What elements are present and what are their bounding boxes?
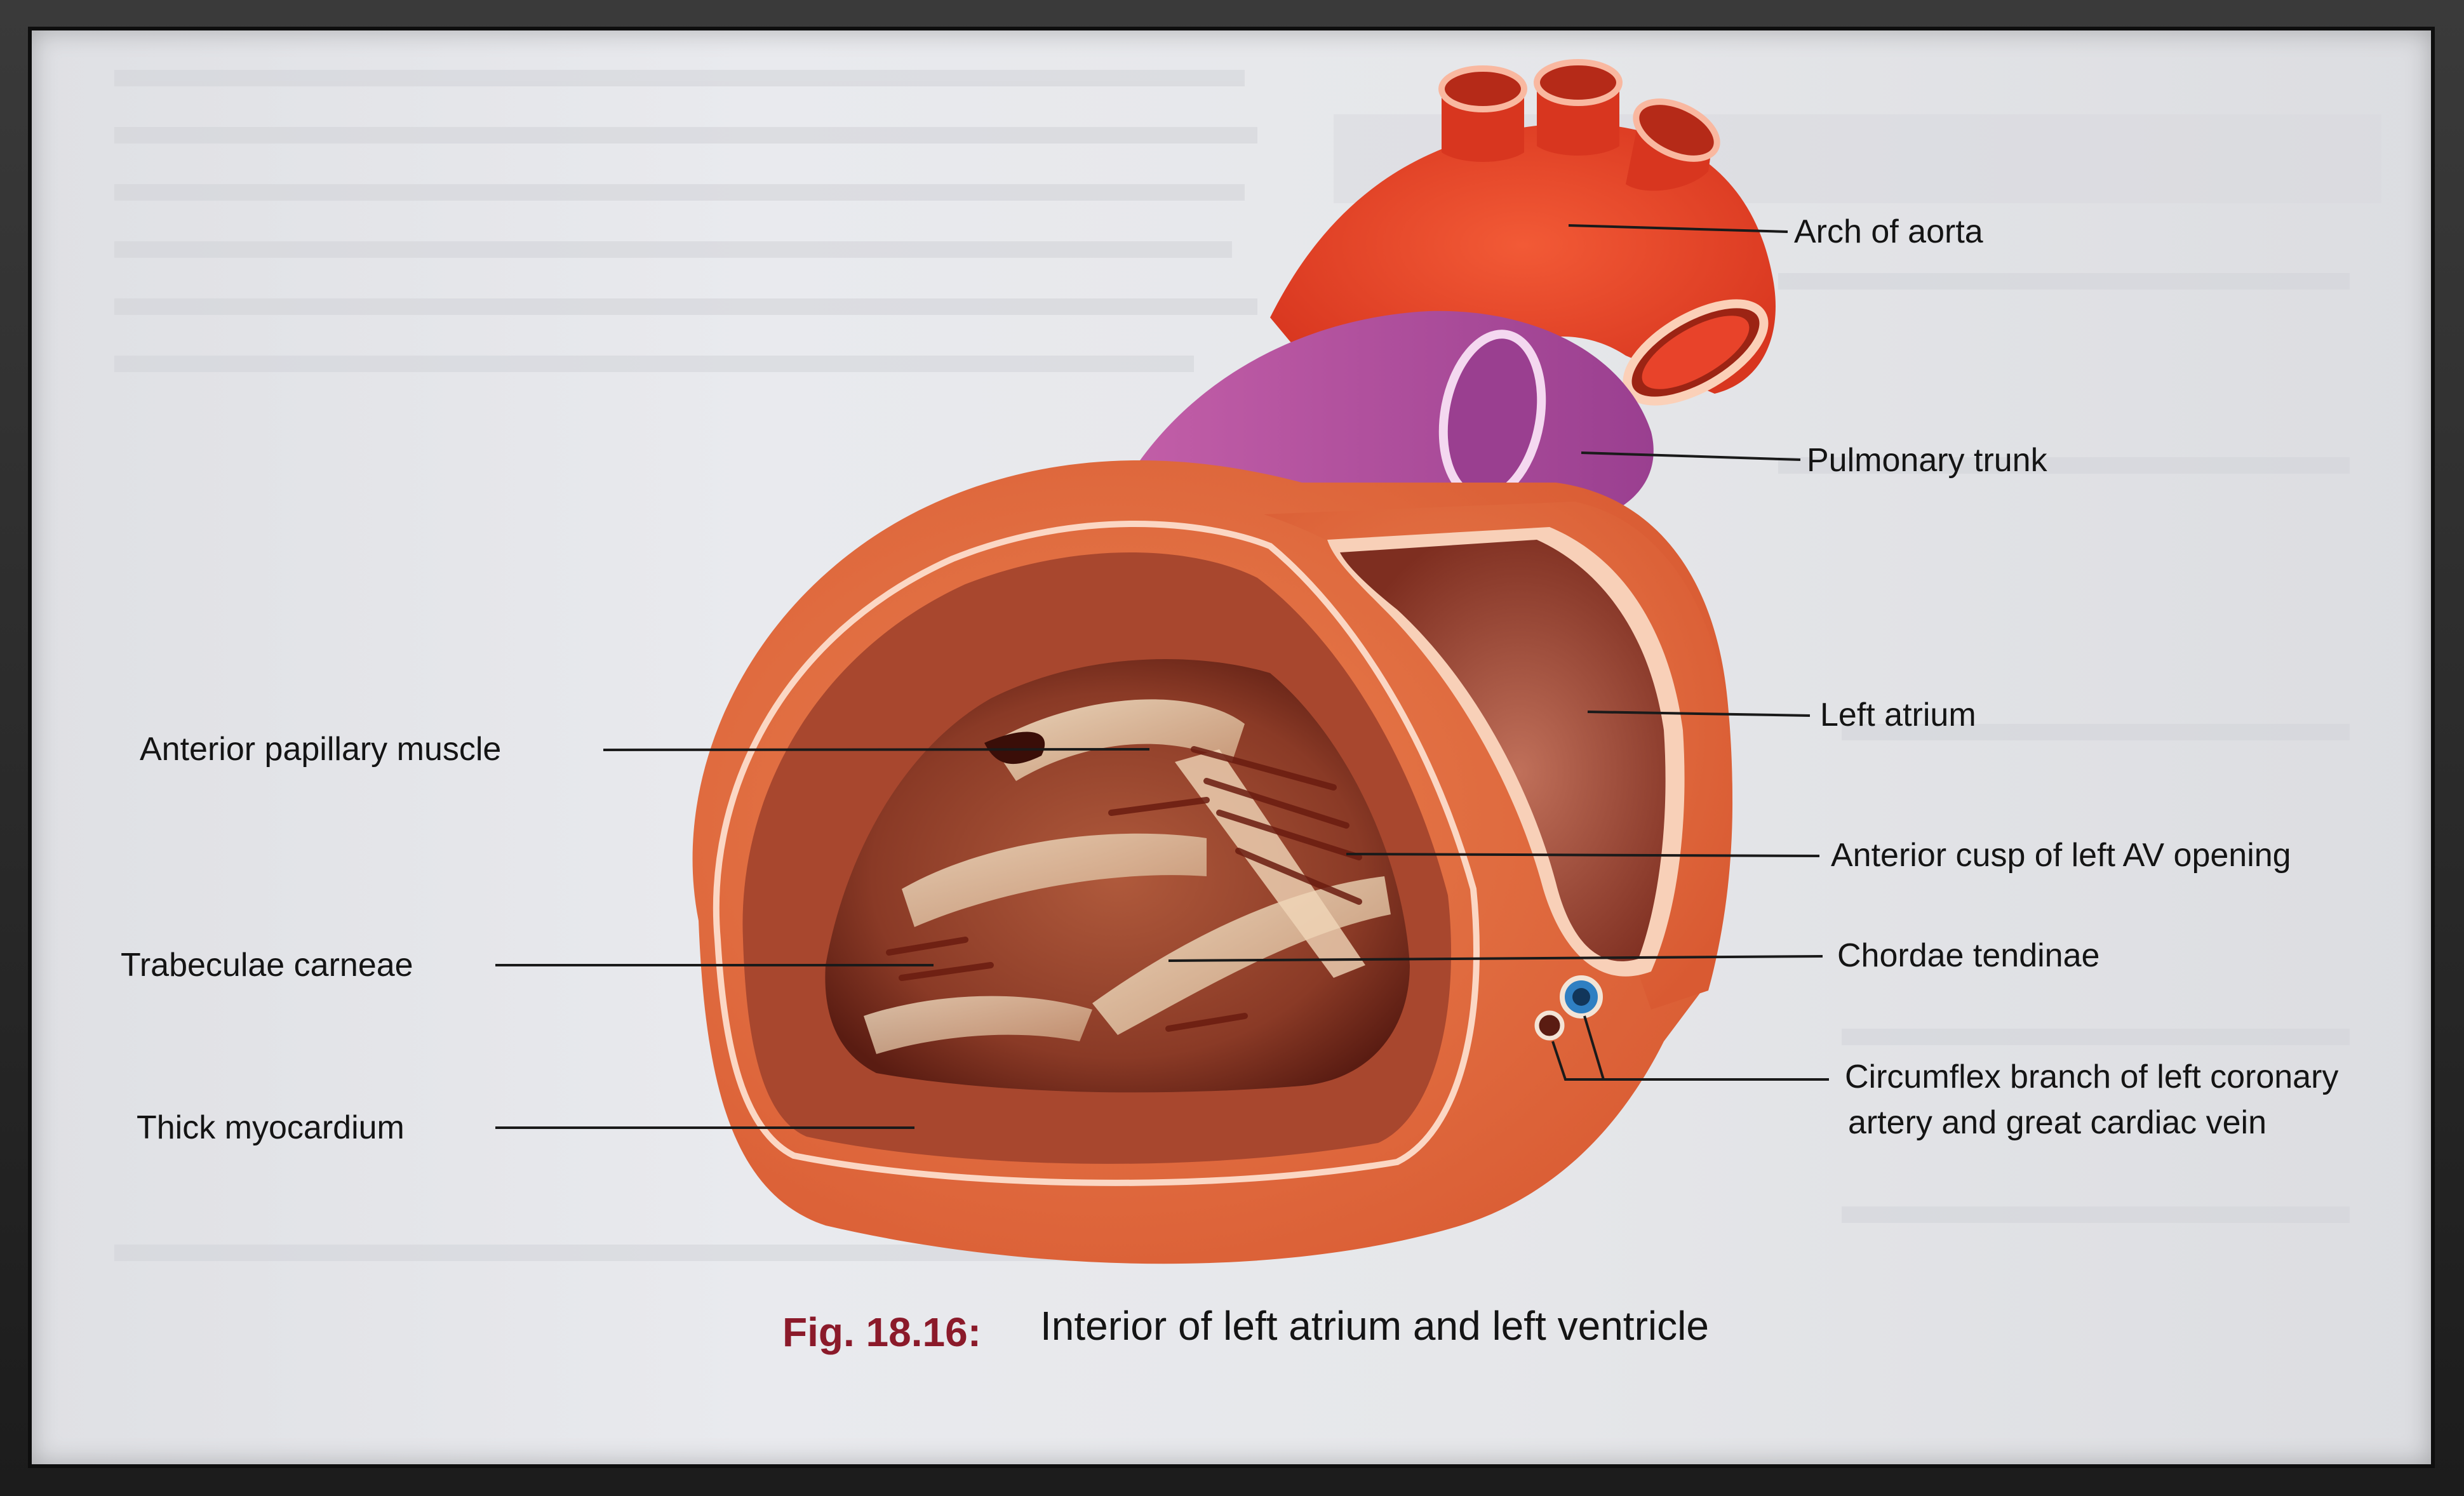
label-anterior-cusp: Anterior cusp of left AV opening: [1831, 837, 2291, 874]
leader-lines: [495, 224, 1829, 1129]
leader-left-atrium: [1587, 711, 1811, 717]
caption-number: Fig. 18.16:: [782, 1309, 981, 1355]
labels: Arch of aorta Pulmonary trunk Left atriu…: [121, 213, 2338, 1146]
leader-anterior-cusp: [1346, 853, 1820, 857]
leader-anterior-papillary: [603, 748, 1150, 751]
leader-arch-of-aorta: [1568, 224, 1788, 233]
page-bleed-text: [114, 70, 2381, 1261]
label-circumflex-line1: Circumflex branch of left coronary: [1845, 1059, 2338, 1095]
label-pulmonary-trunk: Pulmonary trunk: [1807, 442, 2048, 479]
leader-circumflex-b: [1583, 1015, 1605, 1080]
label-arch-of-aorta: Arch of aorta: [1794, 213, 1983, 250]
figure-caption: Fig. 18.16: Interior of left atrium and …: [782, 1303, 1709, 1355]
leader-chordae-tendinae: [1168, 955, 1823, 962]
label-anterior-papillary-muscle: Anterior papillary muscle: [140, 731, 501, 768]
leader-circumflex-a: [1551, 1041, 1829, 1081]
label-trabeculae-carneae: Trabeculae carneae: [121, 947, 413, 984]
label-left-atrium: Left atrium: [1820, 697, 1976, 733]
label-chordae-tendinae: Chordae tendinae: [1837, 937, 2099, 974]
caption-text: Interior of left atrium and left ventric…: [1040, 1303, 1709, 1349]
leader-pulmonary-trunk: [1581, 451, 1801, 461]
label-circumflex-line2: artery and great cardiac vein: [1848, 1104, 2266, 1141]
label-thick-myocardium: Thick myocardium: [137, 1109, 405, 1146]
